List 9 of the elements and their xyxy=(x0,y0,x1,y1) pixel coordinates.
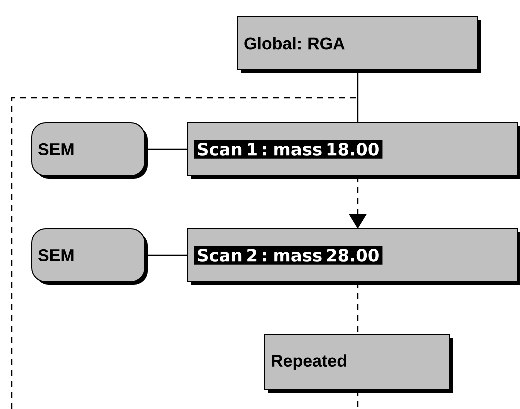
process-box: Scan 2 : mass 28.00 xyxy=(188,228,520,285)
process-box: Scan 1 : mass 18.00 xyxy=(188,122,520,179)
rounded-box: SEM xyxy=(32,122,148,179)
rounded-box: SEM xyxy=(32,228,148,285)
connector-line xyxy=(357,70,359,123)
process-box: Repeated xyxy=(264,334,453,393)
process-box: Global: RGA xyxy=(238,16,481,73)
connector-line xyxy=(145,148,188,150)
connector-line xyxy=(145,254,188,256)
